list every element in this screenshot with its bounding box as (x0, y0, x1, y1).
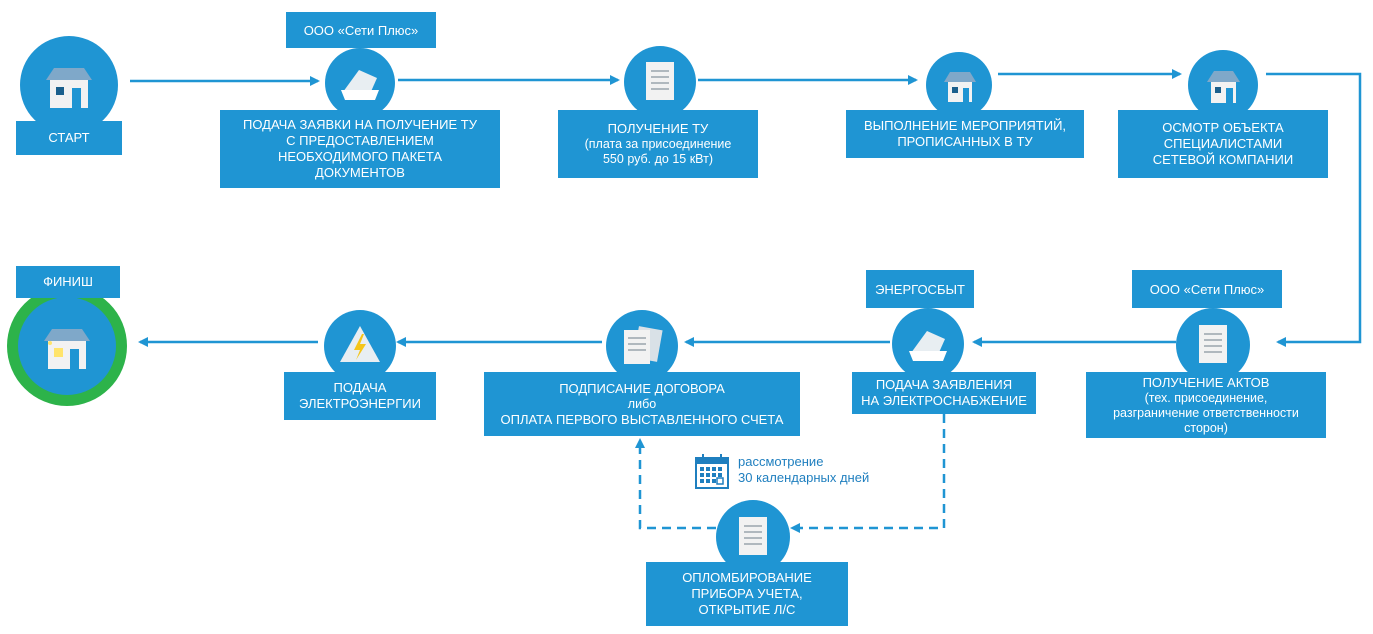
finish-text: ФИНИШ (43, 274, 93, 289)
dashed-supply-to-sealing (790, 414, 946, 533)
documents-icon (624, 326, 663, 364)
step-receive-tu: ПОЛУЧЕНИЕ ТУ (плата за присоединение 550… (558, 110, 758, 178)
house-icon (944, 72, 976, 102)
contract-icon-circle (606, 310, 678, 382)
lightning-icon (340, 326, 380, 362)
finish-icon-circle (18, 297, 116, 395)
receive-tu-sub-1: (плата за присоединение (584, 137, 732, 151)
acts-sub-3: сторон) (1184, 420, 1228, 435)
calendar-icon (695, 454, 729, 489)
inspection-icon-circle (1188, 50, 1258, 120)
power-icon-circle (324, 310, 396, 382)
house-icon (1207, 71, 1240, 103)
finish-label: ФИНИШ (16, 266, 120, 298)
application-line-2: С ПРЕДОСТАВЛЕНИЕМ (286, 133, 434, 148)
org-seti-top: ООО «Сети Плюс» (286, 12, 436, 48)
application-line-4: ДОКУМЕНТОВ (315, 165, 405, 180)
review-line-1: рассмотрение (738, 454, 824, 469)
application-line-1: ПОДАЧА ЗАЯВКИ НА ПОЛУЧЕНИЕ ТУ (242, 117, 477, 132)
house-lit-icon (44, 329, 90, 369)
review-line-2: 30 календарных дней (738, 470, 870, 485)
review-note: рассмотрение 30 календарных дней (738, 454, 869, 486)
org-seti-bottom: ООО «Сети Плюс» (1132, 270, 1282, 308)
step-power: ПОДАЧА ЭЛЕКТРОЭНЕРГИИ (284, 372, 436, 420)
document-icon (1199, 325, 1227, 363)
sealing-line-1: ОПЛОМБИРОВАНИЕ (682, 570, 812, 585)
inspection-line-1: ОСМОТР ОБЪЕКТА (1162, 120, 1284, 135)
power-line-2: ЭЛЕКТРОЭНЕРГИИ (299, 396, 421, 411)
org-seti-bottom-text: ООО «Сети Плюс» (1149, 281, 1265, 297)
arrow-inspection-to-acts (1266, 72, 1362, 347)
step-acts: ПОЛУЧЕНИЕ АКТОВ (тех. присоединение, раз… (1086, 372, 1326, 438)
step-contract: ПОДПИСАНИЕ ДОГОВОРА либо ОПЛАТА ПЕРВОГО … (484, 372, 800, 436)
dashed-sealing-to-contract (635, 438, 716, 530)
supply-icon-circle (892, 308, 964, 380)
contract-either: либо (627, 396, 657, 411)
receive-tu-title: ПОЛУЧЕНИЕ ТУ (607, 121, 709, 136)
document-icon (646, 62, 674, 100)
start-label: СТАРТ (16, 121, 122, 155)
house-icon (46, 68, 92, 108)
acts-sub-2: разграничение ответственности (1113, 405, 1299, 420)
supply-line-2: НА ЭЛЕКТРОСНАБЖЕНИЕ (861, 393, 1027, 408)
document-icon (739, 517, 767, 555)
acts-sub-1: (тех. присоединение, (1144, 390, 1268, 405)
sealing-icon-circle (716, 500, 790, 574)
acts-icon-circle (1176, 308, 1250, 382)
sealing-line-3: ОТКРЫТИЕ Л/С (698, 602, 796, 617)
envelope-paper-icon (341, 70, 379, 100)
contract-line-1: ПОДПИСАНИЕ ДОГОВОРА (559, 380, 725, 396)
step-inspection: ОСМОТР ОБЪЕКТА СПЕЦИАЛИСТАМИ СЕТЕВОЙ КОМ… (1118, 110, 1328, 178)
receive-tu-sub-2: 550 руб. до 15 кВт) (602, 152, 713, 166)
acts-title: ПОЛУЧЕНИЕ АКТОВ (1142, 374, 1270, 390)
step-sealing: ОПЛОМБИРОВАНИЕ ПРИБОРА УЧЕТА, ОТКРЫТИЕ Л… (646, 562, 848, 626)
sealing-line-2: ПРИБОРА УЧЕТА, (691, 586, 803, 601)
receive-tu-icon-circle (624, 46, 696, 118)
application-icon-circle (325, 48, 395, 118)
org-seti-top-text: ООО «Сети Плюс» (303, 22, 419, 38)
start-text: СТАРТ (48, 130, 90, 145)
envelope-paper-icon (909, 331, 947, 361)
org-energosbyt: ЭНЕРГОСБЫТ (866, 270, 974, 308)
contract-line-2: ОПЛАТА ПЕРВОГО ВЫСТАВЛЕННОГО СЧЕТА (500, 411, 784, 427)
measures-line-2: ПРОПИСАННЫХ В ТУ (897, 134, 1033, 149)
step-measures: ВЫПОЛНЕНИЕ МЕРОПРИЯТИЙ, ПРОПИСАННЫХ В ТУ (846, 110, 1084, 158)
measures-line-1: ВЫПОЛНЕНИЕ МЕРОПРИЯТИЙ, (863, 118, 1067, 133)
start-icon-circle (20, 36, 118, 134)
inspection-line-2: СПЕЦИАЛИСТАМИ (1163, 136, 1283, 151)
supply-line-1: ПОДАЧА ЗАЯВЛЕНИЯ (875, 377, 1013, 392)
measures-icon-circle (926, 52, 992, 118)
step-supply-application: ПОДАЧА ЗАЯВЛЕНИЯ НА ЭЛЕКТРОСНАБЖЕНИЕ (852, 372, 1036, 414)
inspection-line-3: СЕТЕВОЙ КОМПАНИИ (1152, 152, 1294, 167)
power-line-1: ПОДАЧА (333, 380, 387, 395)
application-line-3: НЕОБХОДИМОГО ПАКЕТА (277, 149, 443, 164)
step-application: ПОДАЧА ЗАЯВКИ НА ПОЛУЧЕНИЕ ТУ С ПРЕДОСТА… (220, 110, 500, 188)
org-energosbyt-text: ЭНЕРГОСБЫТ (875, 281, 965, 297)
